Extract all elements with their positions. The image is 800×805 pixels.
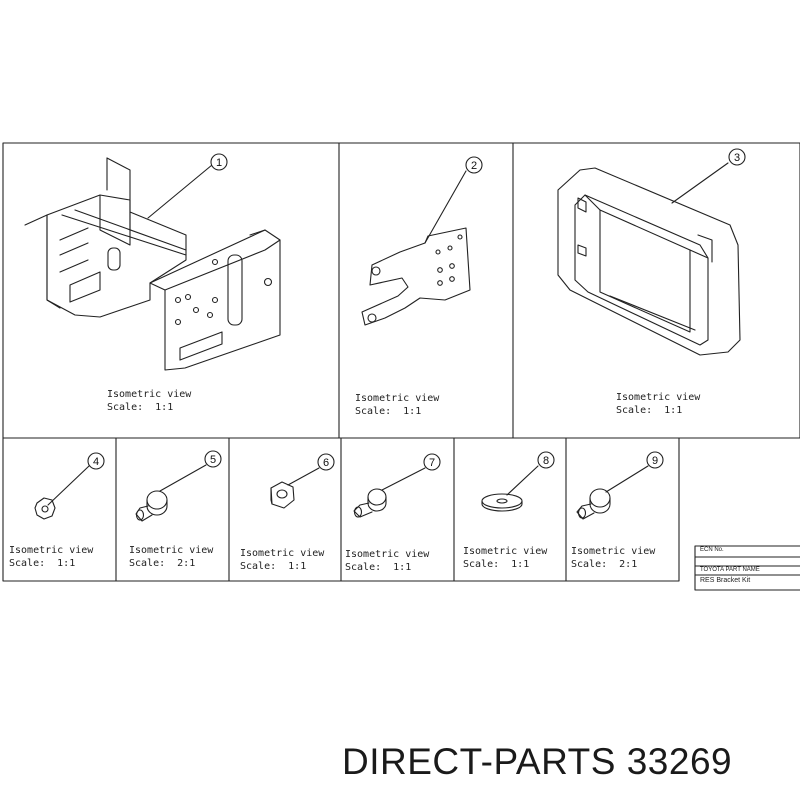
- part-3-frame: [557, 167, 741, 356]
- view-grid: [2, 142, 800, 582]
- callout-number-6: 6: [323, 457, 329, 469]
- leader-lines: [47, 162, 729, 506]
- title-block: [694, 545, 800, 591]
- callout-number-7: 7: [429, 457, 435, 469]
- callout-number-3: 3: [734, 152, 740, 164]
- callout-circle-7: [423, 453, 441, 471]
- part-1-main-bracket: [24, 157, 281, 371]
- callout-circle-4: [87, 452, 105, 470]
- callout-circle-8: [537, 451, 555, 469]
- callout-circle-2: [465, 156, 483, 174]
- callout-number-5: 5: [210, 454, 216, 466]
- ecn-label: ECN No.: [700, 547, 724, 553]
- part-7-flange-bolt: [353, 488, 387, 518]
- part-6-hex-nut: [270, 481, 295, 509]
- callout-number-2: 2: [471, 160, 477, 172]
- callout-circle-9: [646, 451, 664, 469]
- part-8-washer: [481, 493, 523, 512]
- callout-number-1: 1: [216, 157, 222, 169]
- callout-circle-5: [204, 450, 222, 468]
- part-name-value: RES Bracket Kit: [700, 577, 751, 584]
- callout-circle-3: [728, 148, 746, 166]
- callout-number-4: 4: [93, 456, 99, 468]
- callout-number-9: 9: [652, 455, 658, 467]
- part-5-flange-bolt: [135, 490, 168, 522]
- watermark-text: DIRECT-PARTS 33269: [342, 741, 733, 782]
- callout-number-8: 8: [543, 455, 549, 467]
- part-9-flange-bolt: [576, 488, 611, 520]
- callout-group: 1 2 3 4 5 6 7 8 9: [87, 148, 746, 471]
- part-2-flat-plate: [361, 227, 471, 326]
- part-name-label: TOYOTA PART NAME: [700, 567, 760, 573]
- callout-circle-6: [317, 453, 335, 471]
- callout-circle-1: [210, 153, 228, 171]
- part-4-nut: [34, 497, 56, 520]
